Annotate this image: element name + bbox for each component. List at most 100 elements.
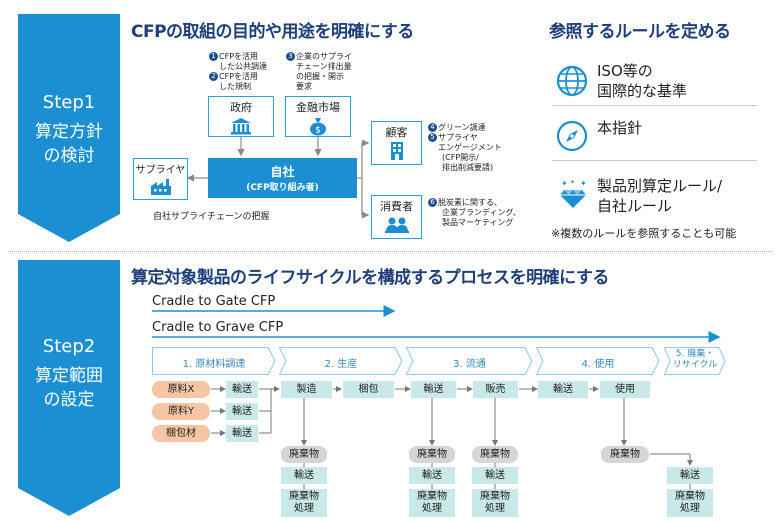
note-6-line1: 脱炭素に関する、 [438,198,502,207]
note-3-number: 3 [286,52,295,61]
globe-icon [556,65,588,97]
government-box: 政府 [208,96,274,137]
phase-1-header: 1. 原材料調達 [152,347,276,375]
transport-packaging: 輸送 [226,425,258,442]
customer-label: 顧客 [385,126,408,139]
finance-market-box: 金融市場 $ [285,96,351,137]
note-4-line1: グリーン調達 [438,123,486,132]
phase-4-header: 4. 使用 [536,347,660,375]
cradle-to-gate-label: Cradle to Gate CFP [152,294,276,309]
note-6-line3: 製品マーケティング [442,218,514,227]
process-packaging: 梱包 [343,381,394,398]
waste-treatment-disposal-line2: 処理 [680,503,700,514]
self-company-box: 自社 (CFP取り組み者) [208,158,357,198]
consumer-label: 消費者 [380,200,413,213]
waste-treatment-sales: 廃棄物 処理 [472,489,518,517]
note-1-number: 1 [209,52,218,61]
waste-treatment-disposal-line1: 廃棄物 [675,491,705,502]
waste-sales: 廃棄物 [472,446,518,463]
note-1-line2: した公共調達 [219,62,267,71]
supplier-box: サプライヤ [133,158,188,200]
svg-text:$: $ [315,126,321,136]
note-5-number: 5 [428,133,437,142]
svg-text:✦: ✦ [580,179,587,188]
note-3-line4: 要求 [296,82,312,91]
phase-1-label: 1. 原材料調達 [182,359,246,370]
waste-transport-sales: 輸送 [472,467,518,484]
rule-product-line1: 製品別算定ルール/ [597,177,723,195]
waste-transport-disposal: 輸送 [667,467,713,484]
waste-treatment-distribution-line2: 処理 [422,503,442,514]
consumer-icon [384,217,409,233]
note-2-line1: CFPを活用 [219,72,259,81]
section2-title: 算定対象製品のライフサイクルを構成するプロセスを明確にする [131,268,609,288]
self-company-subtitle: (CFP取り組み者) [246,183,319,193]
material-packaging: 梱包材 [152,425,210,442]
step2-line2: の設定 [43,390,95,410]
note-1-line1: CFPを活用 [219,52,259,61]
consumer-box: 消費者 [371,195,422,239]
rules-title: 参照するルールを定める [549,22,731,42]
note-4-number: 4 [428,123,437,132]
money-bag-icon: $ [310,118,326,136]
phase-3-chevron [406,347,533,375]
step1-banner: Step1 算定方針 の検討 [18,14,120,242]
step1-label: Step1 [42,92,96,113]
section1-connectors [186,137,370,219]
svg-text:✦: ✦ [561,179,568,188]
phase-1-chevron [152,347,276,375]
phase-5-label-line1: 5. 廃棄・ [675,349,715,359]
waste-production: 廃棄物 [281,446,327,463]
waste-treatment-disposal: 廃棄物 処理 [667,489,713,517]
rule-guideline: 本指針 [597,119,643,137]
material-y: 原料Y [152,403,210,420]
svg-text:✦: ✦ [570,179,575,186]
note-3-line1: 企業のサプライ [296,52,352,61]
compass-icon [556,120,588,152]
phase-3-header: 3. 流通 [406,347,533,375]
process-use-transport: 輸送 [538,381,588,398]
waste-treatment-sales-line1: 廃棄物 [480,491,510,502]
waste-treatment-production-line1: 廃棄物 [289,491,319,502]
phase-2-header: 2. 生産 [279,347,403,375]
waste-treatment-sales-line2: 処理 [485,503,505,514]
waste-treatment-production-line2: 処理 [294,503,314,514]
rule-product-line2: 自社ルール [597,197,673,215]
process-manufacture: 製造 [281,381,332,398]
phase-5-label: 5. 廃棄・ リサイクル [664,349,726,371]
rule-iso-line1: ISO等の [597,62,653,80]
government-icon [231,118,251,135]
note-5-line4: 排出削減要請) [442,163,494,172]
supplier-label: サプライヤ [135,165,186,176]
process-sales: 販売 [473,381,518,398]
section1-title: CFPの取組の目的や用途を明確にする [131,22,414,42]
rules-divider-2 [552,160,757,161]
section-separator [8,251,773,252]
waste-treatment-production: 廃棄物 処理 [281,489,327,517]
finance-market-label: 金融市場 [296,101,340,114]
factory-icon [150,179,171,195]
phase-5-header: 5. 廃棄・ リサイクル [664,347,726,375]
rules-divider-1 [552,105,757,106]
note-3-line2: チェーン排出量 [296,62,352,71]
waste-use: 廃棄物 [601,446,649,463]
waste-treatment-distribution-line1: 廃棄物 [417,491,447,502]
step2-chevron-shape [18,260,120,516]
note-6-number: 6 [428,198,437,207]
note-5-line1: サプライヤ [438,133,478,142]
government-label: 政府 [230,101,252,114]
customer-box: 顧客 [371,121,422,165]
phase-4-label: 4. 使用 [581,359,615,370]
phase-2-label: 2. 生産 [324,359,358,370]
step2-banner: Step2 算定範囲 の設定 [18,260,120,516]
step2-label: Step2 [42,336,96,357]
phase-4-chevron [536,347,660,375]
rules-note: ※複数のルールを参照することも可能 [551,227,737,240]
diamond-icon: ✦ ✦ ✦ [560,179,587,208]
transport-x: 輸送 [226,381,258,398]
